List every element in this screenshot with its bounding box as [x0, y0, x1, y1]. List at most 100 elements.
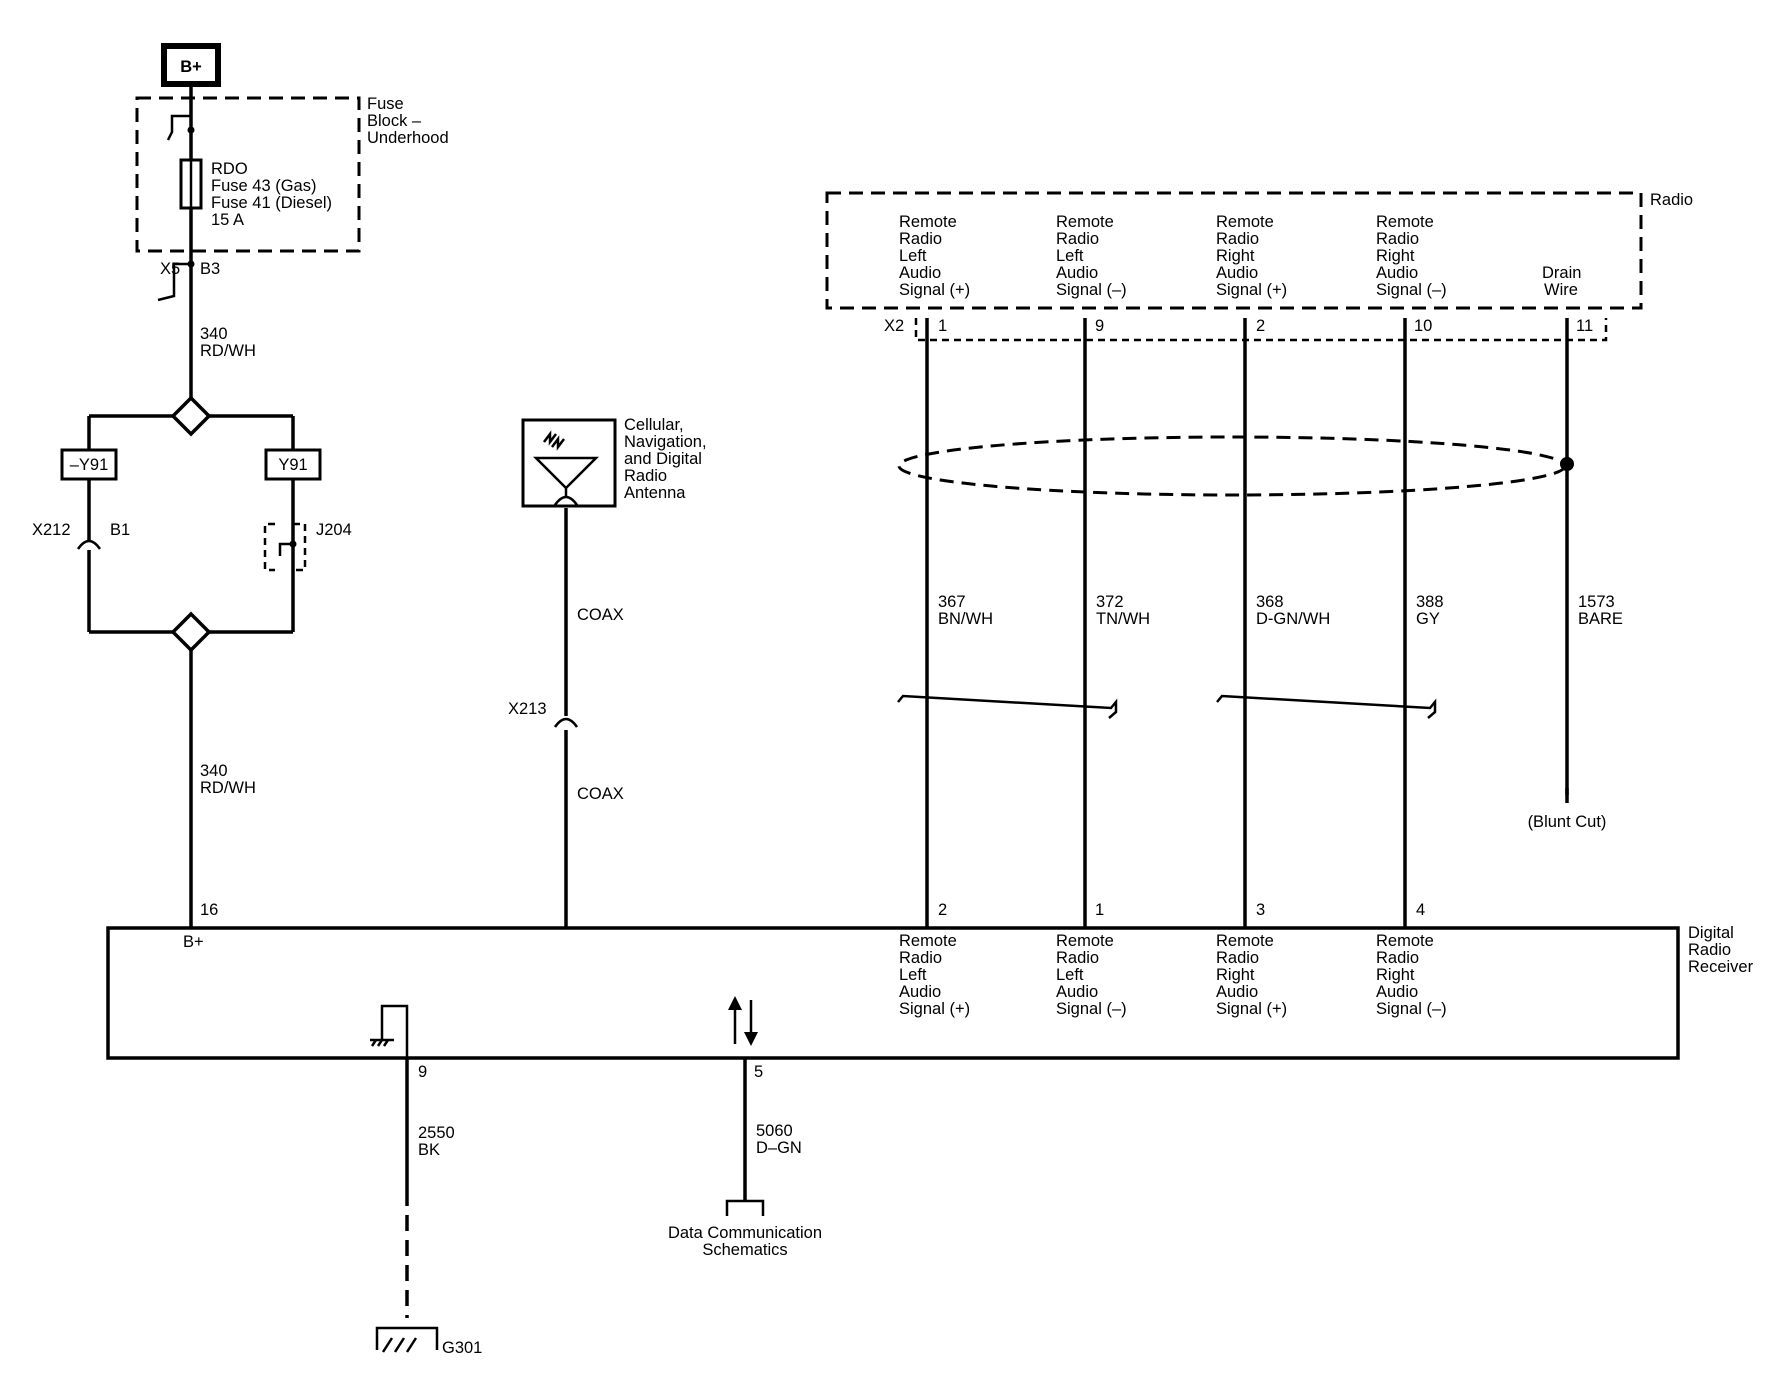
radio-sig2-l5: Signal (–)	[1056, 281, 1127, 299]
recv-sig3-l5: Signal (+)	[1216, 1000, 1287, 1018]
wire-2550-circuit: 2550	[418, 1124, 455, 1142]
x213-label: X213	[508, 700, 547, 718]
wire-367-color: BN/WH	[938, 610, 993, 628]
antenna-label-3: and Digital	[624, 450, 702, 468]
radio-pin-10: 10	[1414, 317, 1432, 335]
receiver-title-3: Receiver	[1688, 958, 1754, 976]
data-comm-label-1: Data Communication	[668, 1224, 822, 1242]
g301-label: G301	[442, 1339, 482, 1357]
antenna-label-4: Radio	[624, 467, 667, 485]
radio-sig4-l1: Remote	[1376, 213, 1434, 231]
radio-module: Radio Remote Radio Left Audio Signal (+)…	[825, 191, 1693, 310]
connector-x213: X213	[508, 700, 579, 728]
x212-label: X212	[32, 521, 71, 539]
fuse-43: Fuse 43 (Gas)	[211, 177, 316, 195]
fuse-name: RDO	[211, 160, 248, 178]
recv-sig1-l2: Radio	[899, 949, 942, 967]
recv-sig4-l2: Radio	[1376, 949, 1419, 967]
receiver-bplus-label: B+	[183, 933, 204, 951]
fuse-block-underhood: Fuse Block – Underhood RDO Fuse 43 (Gas)…	[135, 95, 449, 253]
wire-372-color: TN/WH	[1096, 610, 1150, 628]
recv-sig1-l4: Audio	[899, 983, 941, 1001]
receiver-pin-9: 9	[418, 1063, 427, 1081]
option-not-y91: –Y91	[70, 456, 109, 474]
data-comm-label-2: Schematics	[702, 1241, 787, 1259]
antenna-signal-icon	[543, 430, 565, 451]
radio-sig3-l3: Right	[1216, 247, 1255, 265]
recv-sig2-l1: Remote	[1056, 932, 1114, 950]
antenna-label-1: Cellular,	[624, 416, 684, 434]
radio-sig1-l3: Left	[899, 247, 927, 265]
option-branch: –Y91 Y91 X212 B1 J204	[32, 395, 352, 653]
b1-label: B1	[110, 521, 130, 539]
coax-bottom-label: COAX	[577, 785, 624, 803]
fuse-block-title-3: Underhood	[367, 129, 449, 147]
fuse-rating: 15 A	[211, 211, 244, 229]
blunt-cut-label: (Blunt Cut)	[1528, 813, 1607, 831]
recv-sig1-l3: Left	[899, 966, 927, 984]
wire-340-top-circuit: 340	[200, 325, 228, 343]
recv-sig2-l5: Signal (–)	[1056, 1000, 1127, 1018]
radio-title: Radio	[1650, 191, 1693, 209]
receiver-pin-16: 16	[200, 901, 218, 919]
radio-sig2-l2: Radio	[1056, 230, 1099, 248]
internal-ground-icon	[370, 1004, 409, 1058]
radio-pin-2: 2	[1256, 317, 1265, 335]
option-y91: Y91	[278, 456, 307, 474]
recv-sig2-l4: Audio	[1056, 983, 1098, 1001]
recv-sig2-l2: Radio	[1056, 949, 1099, 967]
recv-sig4-l4: Audio	[1376, 983, 1418, 1001]
radio-pin-1: 1	[938, 317, 947, 335]
radio-sig4-l2: Radio	[1376, 230, 1419, 248]
recv-sig3-l2: Radio	[1216, 949, 1259, 967]
wire-388-circuit: 388	[1416, 593, 1444, 611]
splice-bottom-icon	[170, 611, 212, 653]
radio-drain-l2: Wire	[1544, 281, 1578, 299]
connector-x2: X2 1 9 2 10 11	[884, 317, 1608, 342]
receiver-pin-4: 4	[1416, 901, 1425, 919]
radio-sig4-l3: Right	[1376, 247, 1415, 265]
receiver-pin-3: 3	[1256, 901, 1265, 919]
radio-sig2-l1: Remote	[1056, 213, 1114, 231]
receiver-pin-5: 5	[754, 1063, 763, 1081]
receiver-pin-2: 2	[938, 901, 947, 919]
splice-top-icon	[170, 395, 212, 437]
wire-368-color: D-GN/WH	[1256, 610, 1330, 628]
radio-drain-l1: Drain	[1542, 264, 1581, 282]
radio-sig1-l1: Remote	[899, 213, 957, 231]
j204-label: J204	[316, 521, 352, 539]
wire-340-top-color: RD/WH	[200, 342, 256, 360]
wire-5060-color: D–GN	[756, 1139, 802, 1157]
wire-5060-circuit: 5060	[756, 1122, 793, 1140]
drain-splice-icon	[1560, 457, 1574, 471]
shield-ellipse	[897, 435, 1567, 497]
antenna-label-2: Navigation,	[624, 433, 707, 451]
recv-sig2-l3: Left	[1056, 966, 1084, 984]
battery-positive-source: B+	[161, 43, 221, 87]
wire-367-circuit: 367	[938, 593, 966, 611]
fuse-block-title-1: Fuse	[367, 95, 404, 113]
recv-sig4-l5: Signal (–)	[1376, 1000, 1447, 1018]
twisted-pair-right-icon	[1216, 694, 1437, 719]
radio-sig3-l4: Audio	[1216, 264, 1258, 282]
fuse-41: Fuse 41 (Diesel)	[211, 194, 332, 212]
bplus-label: B+	[180, 58, 202, 76]
radio-sig3-l2: Radio	[1216, 230, 1259, 248]
radio-sig4-l5: Signal (–)	[1376, 281, 1447, 299]
wire-340-bottom-color: RD/WH	[200, 779, 256, 797]
radio-sig3-l5: Signal (+)	[1216, 281, 1287, 299]
receiver-title-1: Digital	[1688, 924, 1734, 942]
coax-top-label: COAX	[577, 606, 624, 624]
receiver-pin-1: 1	[1095, 901, 1104, 919]
recv-sig3-l4: Audio	[1216, 983, 1258, 1001]
radio-sig4-l4: Audio	[1376, 264, 1418, 282]
radio-pin-9: 9	[1095, 317, 1104, 335]
recv-sig4-l3: Right	[1376, 966, 1415, 984]
radio-sig2-l4: Audio	[1056, 264, 1098, 282]
ground-icon	[375, 1326, 439, 1353]
data-comm-symbol	[725, 1199, 765, 1216]
radio-pin-11: 11	[1576, 317, 1593, 335]
wire-340-bottom-circuit: 340	[200, 762, 228, 780]
receiver-title-2: Radio	[1688, 941, 1731, 959]
x2-label: X2	[884, 317, 904, 335]
